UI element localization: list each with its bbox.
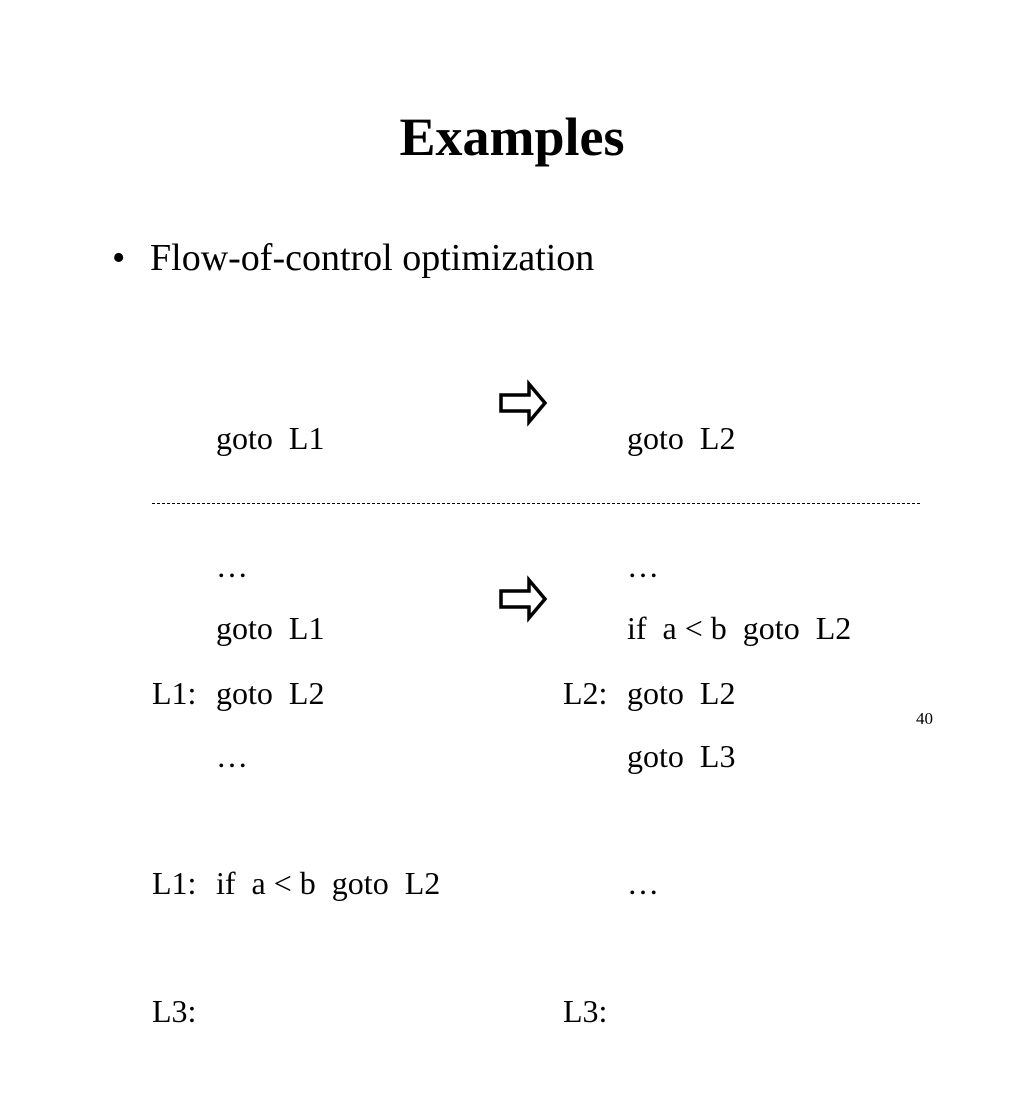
code-line: if a < b goto L2 xyxy=(563,608,851,656)
line-code: goto L2 xyxy=(627,420,736,456)
code-line: L1: if a < b goto L2 xyxy=(152,863,440,911)
example2-before-code: goto L1 … L1: if a < b goto L2 L3: xyxy=(152,528,440,1118)
code-line: … xyxy=(152,546,324,594)
line-code: goto L2 xyxy=(627,675,736,711)
page-number: 40 xyxy=(916,709,933,728)
line-label: L3: xyxy=(563,992,608,1029)
example1-after-code: goto L2 … L2: goto L2 xyxy=(563,338,735,801)
code-line: goto L3 xyxy=(563,736,851,784)
code-line: L2: goto L2 xyxy=(563,673,735,721)
right-arrow-outline-icon xyxy=(499,379,548,427)
slide-title: Examples xyxy=(399,107,625,167)
code-line: L3: xyxy=(563,991,851,1039)
code-line: … xyxy=(563,546,735,594)
bullet-item: • Flow-of-control optimization xyxy=(112,232,594,284)
slide: Examples • Flow-of-control optimization g… xyxy=(112,107,933,1029)
line-code: … xyxy=(627,865,659,901)
right-arrow-outline-icon xyxy=(499,575,548,623)
code-line: goto L1 xyxy=(152,418,324,466)
bullet-text: Flow-of-control optimization xyxy=(150,237,595,279)
line-code: … xyxy=(627,547,659,584)
code-line: goto L2 xyxy=(563,418,735,466)
code-line: L1: goto L2 xyxy=(152,673,324,721)
line-code: … xyxy=(216,547,248,584)
example1-before-code: goto L1 … L1: goto L2 xyxy=(152,338,324,801)
code-line: goto L1 xyxy=(152,608,440,656)
line-code: … xyxy=(216,737,248,774)
code-line: … xyxy=(152,736,440,784)
line-code: if a < b goto L2 xyxy=(216,865,441,901)
line-code: goto L3 xyxy=(627,737,736,774)
line-label: L3: xyxy=(152,992,197,1029)
line-label: L2: xyxy=(563,675,608,711)
line-code: goto L1 xyxy=(216,420,325,456)
line-label: L1: xyxy=(152,675,197,711)
dashed-divider xyxy=(152,503,920,504)
example2-after-code: if a < b goto L2 goto L3 … L3: xyxy=(563,528,851,1118)
bullet-marker: • xyxy=(112,237,126,279)
code-line: … xyxy=(563,863,851,911)
line-code: goto L1 xyxy=(216,610,325,646)
line-code: if a < b goto L2 xyxy=(627,610,852,646)
line-code: goto L2 xyxy=(216,675,325,711)
code-line: L3: xyxy=(152,991,440,1039)
line-label: L1: xyxy=(152,865,197,901)
